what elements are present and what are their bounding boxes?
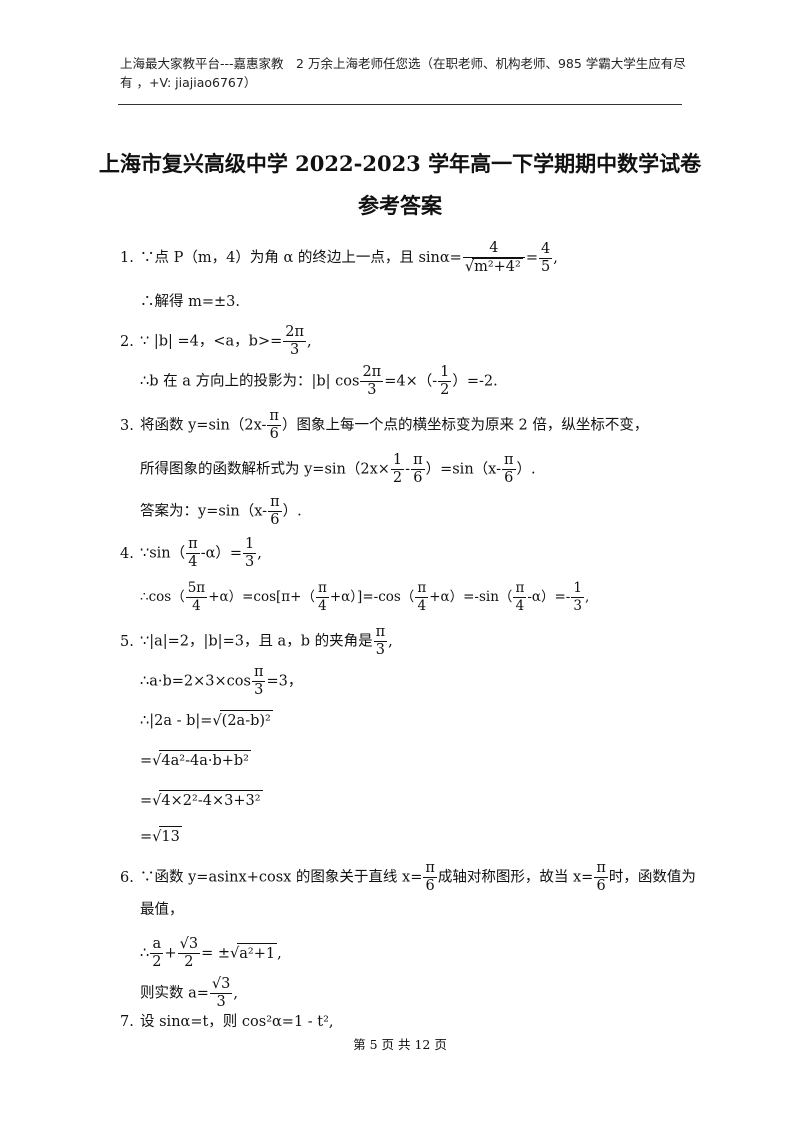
answer-number: 1. xyxy=(120,250,134,266)
answer-5-line-3: ∴|2a - b|=√(2a-b)² xyxy=(140,710,273,731)
answer-6-line-2: 最值， xyxy=(140,902,184,918)
page-title: 上海市复兴高级中学 2022-2023 学年高一下学期期中数学试卷 xyxy=(98,151,702,176)
page-number: 第 5 页 共 12 页 xyxy=(353,1037,447,1052)
answer-7-line-1: 7.设 sinα=t，则 cos²α=1 - t², xyxy=(120,1014,334,1030)
answer-5-line-5: =√4×2²-4×3+3² xyxy=(140,790,263,811)
fraction: 4√m²+4² xyxy=(462,240,525,276)
page-subtitle: 参考答案 xyxy=(358,193,442,218)
answer-5-line-6: =√13 xyxy=(140,826,182,847)
answer-1-line-2: ∴解得 m=±3. xyxy=(140,294,240,310)
header-note: 上海最大家教平台---嘉惠家教 2 万余上海老师任您选（在职老师、机构老师、98… xyxy=(120,56,686,90)
header-divider xyxy=(118,104,682,105)
answer-5-line-4: =√4a²-4a·b+b² xyxy=(140,750,251,771)
